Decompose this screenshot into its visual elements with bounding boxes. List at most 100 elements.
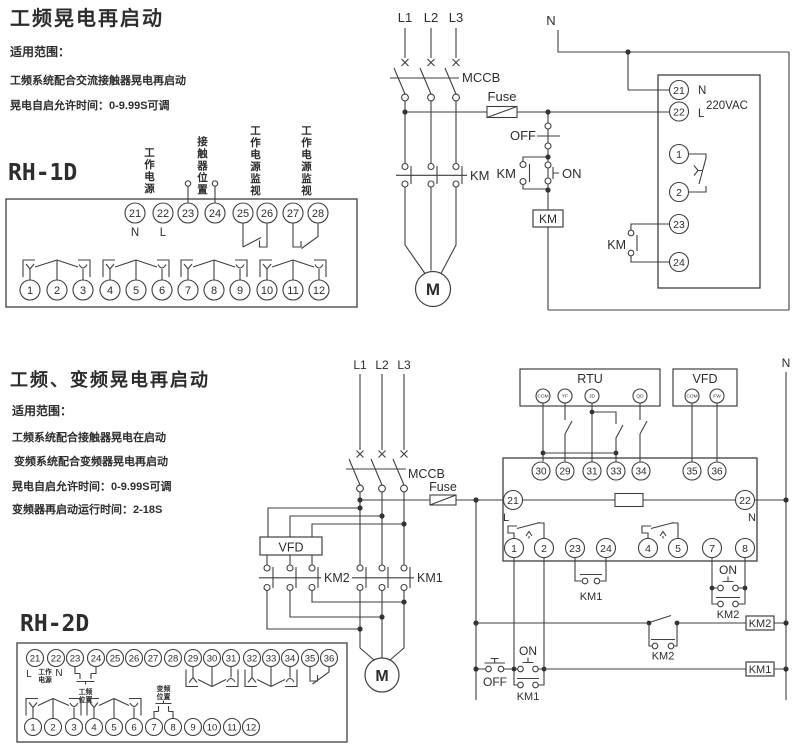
terminal-label: 29 — [188, 653, 199, 664]
terminal-label: QD — [636, 394, 644, 400]
terminal-label: 2 — [541, 543, 547, 555]
km1-pole — [378, 564, 386, 572]
fuse-label: Fuse — [488, 89, 517, 104]
terminal-label: 22 — [739, 495, 751, 507]
terminal-label: 27 — [287, 208, 299, 220]
changeover-4-6 — [86, 697, 142, 719]
km2-pole — [286, 564, 294, 572]
terminal-label: 3 — [71, 722, 76, 733]
terminal-label: 11 — [227, 722, 237, 733]
km-coil-box — [532, 209, 564, 228]
rh1d-frame — [5, 198, 358, 308]
desc-line: 工频系统配合交流接触器晃电再启动 — [10, 73, 186, 87]
motor-letter: M — [426, 280, 440, 299]
junction-dot — [674, 620, 680, 626]
km-pole — [401, 162, 409, 171]
km-main-label: KM — [470, 168, 490, 183]
km2-pole — [286, 583, 294, 592]
km-pos-contact — [627, 229, 635, 237]
motor-leads — [404, 187, 457, 274]
km2-pole — [263, 564, 271, 572]
terminal-circle — [204, 202, 226, 224]
km-aux-contact — [519, 160, 527, 169]
junction-dot — [511, 666, 517, 672]
junction-dot — [357, 497, 363, 503]
output-1-2-drops — [513, 557, 545, 669]
km1-coil-label: KM1 — [749, 664, 772, 676]
mccb-blades — [390, 67, 459, 95]
junction-dot — [379, 614, 385, 620]
km2-label: KM2 — [324, 571, 350, 585]
contact-35-36 — [309, 666, 330, 685]
terminal-label: 10 — [261, 285, 273, 297]
pole-drops — [404, 101, 457, 164]
terminal-circle — [241, 717, 261, 737]
motor-circle — [364, 657, 400, 693]
terminal-label: 31 — [586, 467, 598, 478]
fuse-diagonal — [486, 105, 518, 119]
terminal-label: 35 — [686, 467, 698, 478]
km1-pole — [356, 564, 364, 572]
junction-dot — [783, 666, 789, 672]
sub-n: N — [55, 668, 62, 679]
changeover-32-34 — [244, 666, 298, 688]
junction-dot — [742, 585, 748, 591]
pole-contact — [452, 93, 460, 102]
off-label: OFF — [510, 128, 536, 143]
terminal-label: 10 — [207, 722, 218, 733]
neutral-label: N — [782, 356, 791, 370]
terminal-circle — [25, 648, 45, 668]
km2-pole-bars — [259, 567, 321, 588]
top-left-text: 工频晃电再启动 适用范围： 工频系统配合交流接触器晃电再启动 晃电自启允许时间：… — [8, 6, 186, 186]
pole-contact — [400, 484, 408, 493]
on-contact — [544, 161, 552, 169]
l-sub: L — [698, 108, 705, 120]
terminal-label: 36 — [324, 653, 335, 664]
km-pole-bars — [396, 166, 467, 184]
breaker-x-marks — [356, 450, 408, 458]
fuse-label: Fuse — [429, 480, 457, 494]
terminal-circle — [555, 461, 575, 481]
km1-latch-label: KM1 — [517, 691, 540, 703]
gongpin-contact-23-24 — [74, 666, 97, 685]
fuse-diagonal — [429, 494, 457, 506]
off-contact — [544, 122, 552, 130]
terminal-circle — [152, 202, 174, 224]
vfd-box — [259, 536, 323, 556]
junction-dot — [473, 666, 479, 672]
terminal-label: 5 — [111, 722, 116, 733]
junction-dot — [473, 620, 479, 626]
km1-pole — [356, 583, 364, 592]
junction-dot — [783, 497, 789, 503]
km1-label: KM1 — [417, 571, 443, 585]
km-pole — [427, 180, 435, 188]
phase-l1: L1 — [398, 10, 412, 25]
terminal-label: 34 — [285, 653, 296, 664]
terminal-label: 30 — [207, 653, 218, 664]
terminal-label: 21 — [129, 208, 141, 220]
gongpin-label-1: 工频 — [79, 687, 93, 696]
km2-latch-wiring — [648, 623, 678, 647]
n-sub: N — [748, 512, 756, 524]
desc-line: 变频器再启动运行时间：2-18S — [12, 502, 162, 516]
motor-circle — [414, 270, 452, 308]
terminal-label: 8 — [742, 543, 748, 555]
terminal-label: 31 — [226, 653, 237, 664]
km-pole — [427, 162, 435, 171]
km2-output-merge — [266, 590, 404, 630]
km-position-wiring — [630, 223, 670, 263]
km-aux-contact — [519, 177, 527, 186]
on-label: ON — [562, 166, 582, 181]
terminal-label: 25 — [110, 653, 121, 664]
km2-latch-contact — [651, 642, 659, 650]
junction-dot — [541, 666, 547, 672]
mccb-label: MCCB — [408, 467, 445, 481]
on-contact — [532, 665, 539, 673]
terminal-circle — [531, 461, 551, 481]
